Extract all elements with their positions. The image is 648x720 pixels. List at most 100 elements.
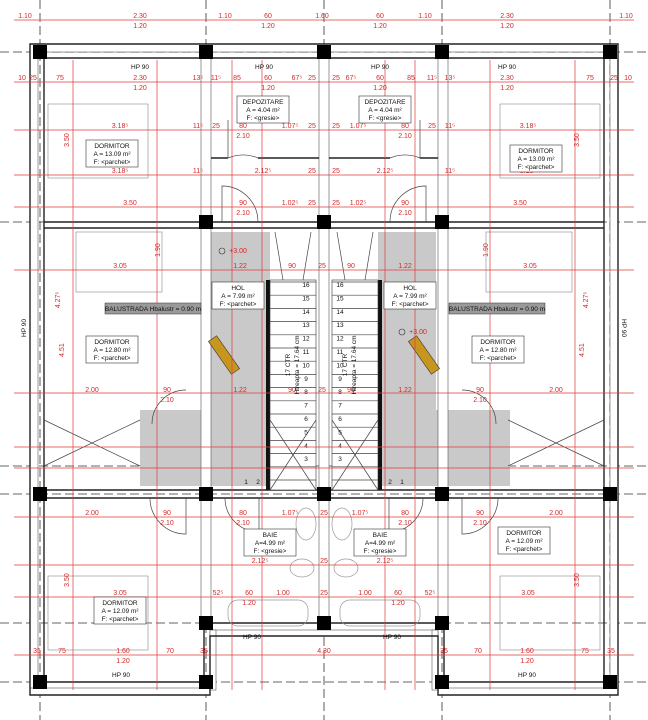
dimension-label: 80: [401, 123, 409, 130]
window-label: HP 90: [383, 634, 401, 641]
dimension-label: 25: [212, 123, 220, 130]
dimension-label: 2.30: [500, 13, 514, 20]
column: [435, 487, 449, 501]
room-label-box: [383, 281, 437, 310]
dimension-label: 11⁵: [427, 75, 437, 82]
stair-step-number: 1: [400, 479, 404, 486]
room-floor: F: <parchet>: [480, 355, 517, 362]
dimension-label: 25: [332, 200, 340, 207]
room-area: A = 4.04 m²: [368, 107, 402, 114]
dimension-label: 80: [401, 510, 409, 517]
window-label: HP 90: [255, 64, 273, 71]
room-name: DORMITOR: [102, 600, 138, 607]
dimension-label: 85: [407, 75, 415, 82]
room-name: DORMITOR: [480, 339, 516, 346]
room-name: DEPOZITARE: [242, 99, 284, 106]
dimension-label: 25: [320, 590, 328, 597]
column: [603, 487, 617, 501]
dimension-label: 3.18⁵: [112, 168, 129, 175]
dimension-label: 35: [440, 648, 448, 655]
room-floor: F: <parchet>: [518, 164, 555, 171]
dimension-label: 52⁵: [425, 590, 436, 597]
dimension-label: 1.02⁵: [282, 200, 299, 207]
dimension-label: 2.30: [500, 75, 514, 82]
column: [435, 45, 449, 59]
room-floor: F: <gresie>: [369, 115, 402, 122]
dimension-label: 4.27⁵: [55, 292, 62, 309]
dimension-label: 3.50: [574, 133, 581, 147]
room-name: BAIE: [373, 532, 388, 539]
dimension-label: 1.20: [133, 85, 147, 92]
dimension-label: 1.10: [619, 13, 633, 20]
stair-step-number: 10: [302, 362, 310, 369]
room-name: BAIE: [263, 532, 278, 539]
dimension-label: 1.20: [116, 658, 130, 665]
dimension-label: 2.12⁵: [255, 168, 272, 175]
room-label-box: [509, 144, 563, 173]
column: [199, 487, 213, 501]
stair-step-number: 7: [338, 403, 342, 410]
dimension-label: 1.20: [500, 85, 514, 92]
stair-step-number: 16: [302, 282, 310, 289]
column: [603, 675, 617, 689]
room-floor: F: <parchet>: [506, 546, 543, 553]
dimension-label: 60: [376, 13, 384, 20]
dimension-label: 3.05: [113, 590, 127, 597]
dimension-label: 2.10: [473, 397, 487, 404]
dimension-label: 1.00: [358, 590, 372, 597]
dimension-label: 10: [624, 75, 632, 82]
dimension-label: 11⁵: [193, 168, 203, 175]
dimension-label: 2.30: [133, 13, 147, 20]
dimension-label: 75: [586, 75, 594, 82]
dimension-label: 90: [476, 510, 484, 517]
stair-step-number: 7: [304, 403, 308, 410]
dimension-label: 60: [264, 75, 272, 82]
dimension-label: 25: [332, 168, 340, 175]
dimension-label: 35: [200, 648, 208, 655]
room-label-box: [85, 139, 139, 168]
room-label-box: [497, 526, 551, 555]
dimension-label: 1.60: [315, 13, 329, 20]
dimension-label: 90: [347, 387, 355, 394]
dimension-label: 1.20: [261, 85, 275, 92]
dimension-label: 1.90: [483, 243, 490, 257]
column: [435, 616, 449, 630]
balustrade-label: BALUSTRADA Hbalustr = 0.90 m: [449, 306, 545, 313]
dimension-label: 67⁵: [346, 75, 357, 82]
dimension-label: 90: [239, 200, 247, 207]
dimension-label: 60: [376, 75, 384, 82]
column: [33, 45, 47, 59]
room-area: A = 13.09 m²: [517, 156, 555, 163]
room-label-box: [93, 596, 147, 625]
room-floor: F: <parchet>: [94, 355, 131, 362]
structural-columns: [33, 45, 617, 689]
dimension-label: 67⁵: [292, 75, 303, 82]
dimension-label: 1.07⁵: [350, 123, 367, 130]
stair-step-number: 16: [336, 282, 344, 289]
stair-step-number: 10: [336, 362, 344, 369]
dimension-label: 60: [394, 590, 402, 597]
dimension-label: 2.10: [236, 210, 250, 217]
dimension-label: 1.20: [373, 23, 387, 30]
room-floor: F: <gresie>: [364, 548, 397, 555]
dimension-label: 1.60: [520, 648, 534, 655]
dimension-label: 25: [320, 510, 328, 517]
furniture: [43, 103, 605, 651]
stair-step-number: 11: [337, 349, 344, 356]
dimension-label: 1.22: [233, 387, 247, 394]
room-name: DORMITOR: [506, 530, 542, 537]
column: [317, 215, 331, 229]
dimension-label: 80: [239, 123, 247, 130]
dimension-label: 3.50: [64, 573, 71, 587]
dimension-label: 11⁵: [445, 123, 455, 130]
dimension-label: 60: [245, 590, 253, 597]
dimension-label: 25: [308, 123, 316, 130]
window-label: HP 90: [620, 319, 627, 337]
dimension-label: 70: [474, 648, 482, 655]
dimension-label: 13⁵: [193, 75, 204, 82]
room-area: A=4.99 m²: [365, 540, 396, 547]
column: [317, 487, 331, 501]
